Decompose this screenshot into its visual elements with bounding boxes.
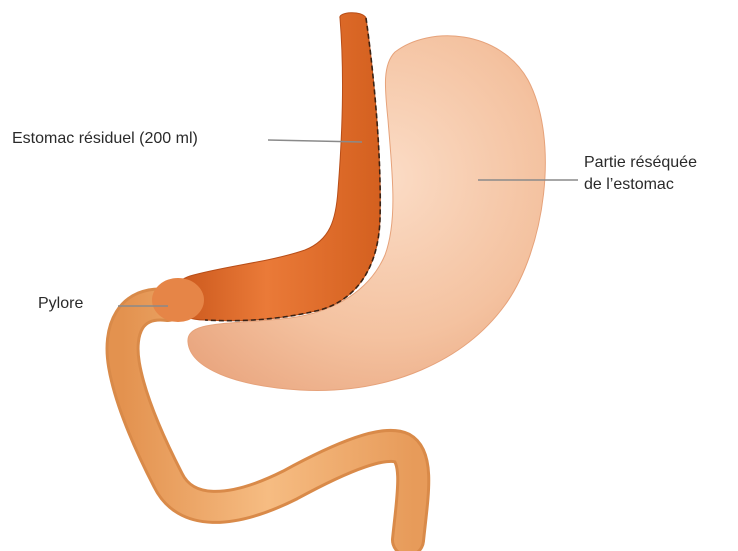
residual-stomach-sleeve [173,13,380,321]
label-resected-part: Partie réséquée de l’estomac [584,152,697,196]
label-resected-line1: Partie réséquée [584,152,697,174]
label-pylorus: Pylore [38,293,83,315]
label-residual-stomach: Estomac résiduel (200 ml) [12,128,198,150]
pylorus-bulge [152,278,204,322]
label-resected-line2: de l’estomac [584,174,697,196]
